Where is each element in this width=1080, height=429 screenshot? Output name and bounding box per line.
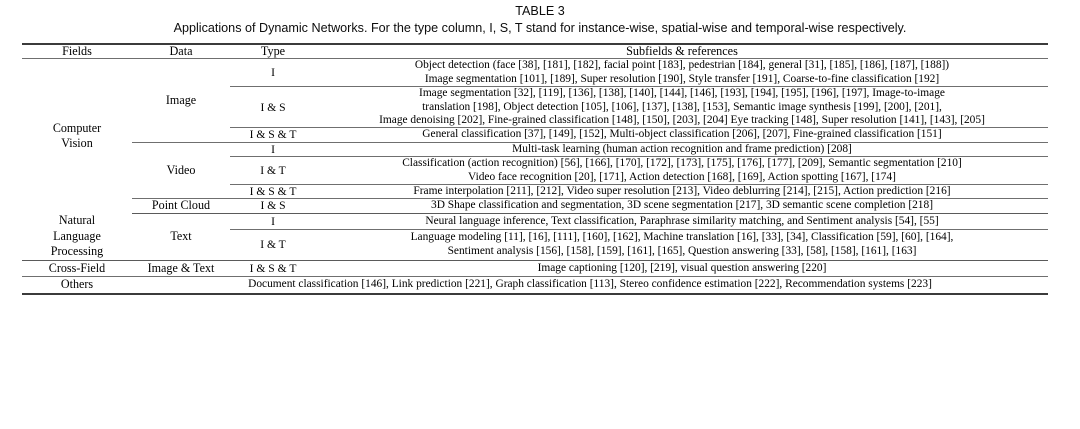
subfields-video-ist-line1: Frame interpolation [211], [212], Video … bbox=[413, 185, 951, 198]
data-image-and-text: Image & Text bbox=[132, 260, 230, 278]
table-number: TABLE 3 bbox=[515, 4, 565, 18]
data-image: Image bbox=[132, 58, 230, 143]
table-row: I & T Language modeling [11], [16], [111… bbox=[22, 229, 1048, 261]
type-it-text: I & T bbox=[230, 229, 316, 261]
field-cross-field: Cross-Field bbox=[22, 260, 132, 278]
subfields-text-i-line1: Neural language inference, Text classifi… bbox=[425, 214, 939, 227]
field-nlp: Natural Language Processing bbox=[22, 213, 132, 261]
subfields-image-i-line1: Object detection (face [38], [181], [182… bbox=[414, 59, 950, 72]
field-nlp-line1: Natural bbox=[58, 213, 96, 228]
subfields-text-it: Language modeling [11], [16], [111], [16… bbox=[316, 229, 1048, 261]
subfields-text-i: Neural language inference, Text classifi… bbox=[316, 213, 1048, 230]
type-ist-cross-field: I & S & T bbox=[230, 260, 316, 278]
table-container: Fields Data Type Subfields & references … bbox=[22, 43, 1048, 295]
subfields-image-ist-line1: General classification [37], [149], [152… bbox=[422, 128, 942, 141]
type-i-image: I bbox=[230, 58, 316, 88]
table-row: I & S & T General classification [37], [… bbox=[22, 127, 1048, 143]
type-it-video: I & T bbox=[230, 156, 316, 186]
subfields-point-cloud-is-line1: 3D Shape classification and segmentation… bbox=[431, 199, 933, 212]
header-data: Data bbox=[169, 44, 193, 58]
applications-table: Fields Data Type Subfields & references … bbox=[22, 43, 1048, 295]
table-caption: TABLE 3 Applications of Dynamic Networks… bbox=[0, 0, 1080, 37]
subfields-text-it-line1: Language modeling [11], [16], [111], [16… bbox=[410, 231, 954, 244]
table-row: I & T Classification (action recognition… bbox=[22, 156, 1048, 186]
type-ist-video: I & S & T bbox=[230, 184, 316, 200]
subfields-image-i: Object detection (face [38], [181], [182… bbox=[316, 58, 1048, 88]
subfields-point-cloud-is: 3D Shape classification and segmentation… bbox=[316, 198, 1048, 214]
subfields-video-i-line1: Multi-task learning (human action recogn… bbox=[512, 142, 852, 155]
subfields-others: Document classification [146], Link pred… bbox=[132, 277, 1048, 294]
table-row: Cross-Field Image & Text I & S & T Image… bbox=[22, 260, 1048, 278]
table-row: Natural Language Processing Text I Neura… bbox=[22, 213, 1048, 261]
subfields-video-i: Multi-task learning (human action recogn… bbox=[316, 142, 1048, 158]
type-is-point-cloud: I & S bbox=[230, 198, 316, 214]
subfields-video-ist: Frame interpolation [211], [212], Video … bbox=[316, 184, 1048, 200]
table-row: Video I Multi-task learning (human actio… bbox=[22, 142, 1048, 200]
data-point-cloud: Point Cloud bbox=[132, 199, 230, 214]
header-fields: Fields bbox=[62, 44, 92, 58]
field-nlp-line2: Language bbox=[53, 228, 101, 243]
field-nlp-line3: Processing bbox=[50, 244, 104, 259]
subfields-image-is-line3: Image denoising [202], Fine-grained clas… bbox=[379, 114, 985, 127]
subfields-video-it-line1: Classification (action recognition) [56]… bbox=[402, 157, 962, 170]
data-video: Video bbox=[132, 142, 230, 200]
subfields-others-line1: Document classification [146], Link pred… bbox=[248, 278, 932, 291]
table-title: Applications of Dynamic Networks. For th… bbox=[173, 21, 907, 35]
table-row: Point Cloud I & S 3D Shape classificatio… bbox=[22, 198, 1048, 214]
table-row: Computer Vision Image I Object detection… bbox=[22, 58, 1048, 150]
field-computer-vision-line2: Vision bbox=[61, 136, 93, 151]
header-subfields: Subfields & references bbox=[626, 44, 738, 58]
subfields-text-it-line2: Sentiment analysis [156], [158], [159], … bbox=[447, 244, 917, 257]
subfields-image-i-line2: Image segmentation [101], [189], Super r… bbox=[424, 72, 940, 85]
header-type: Type bbox=[260, 44, 286, 58]
type-ist-image: I & S & T bbox=[230, 127, 316, 143]
table-row: Others Document classification [146], Li… bbox=[22, 277, 1048, 294]
type-i-video: I bbox=[230, 142, 316, 158]
data-text: Text bbox=[132, 213, 230, 261]
type-is-image: I & S bbox=[230, 86, 316, 129]
subfields-video-it-line2: Video face recognition [20], [171], Acti… bbox=[468, 170, 896, 183]
field-computer-vision-line1: Computer bbox=[52, 120, 102, 135]
table-row: I & S & T Frame interpolation [211], [21… bbox=[22, 184, 1048, 200]
subfields-image-ist: General classification [37], [149], [152… bbox=[316, 127, 1048, 143]
table-header-row: Fields Data Type Subfields & references bbox=[22, 44, 1048, 59]
subfields-image-is: Image segmentation [32], [119], [136], [… bbox=[316, 86, 1048, 129]
field-others: Others bbox=[60, 277, 94, 292]
table-row: I & S Image segmentation [32], [119], [1… bbox=[22, 86, 1048, 129]
subfields-image-is-line2: translation [198], Object detection [105… bbox=[422, 100, 942, 113]
subfields-image-is-line1: Image segmentation [32], [119], [136], [… bbox=[419, 87, 945, 100]
subfields-video-it: Classification (action recognition) [56]… bbox=[316, 156, 1048, 186]
field-computer-vision: Computer Vision bbox=[22, 59, 132, 213]
subfields-cross-field-ist: Image captioning [120], [219], visual qu… bbox=[316, 260, 1048, 278]
subfields-cross-field-ist-line1: Image captioning [120], [219], visual qu… bbox=[537, 261, 827, 274]
type-i-text: I bbox=[230, 213, 316, 230]
